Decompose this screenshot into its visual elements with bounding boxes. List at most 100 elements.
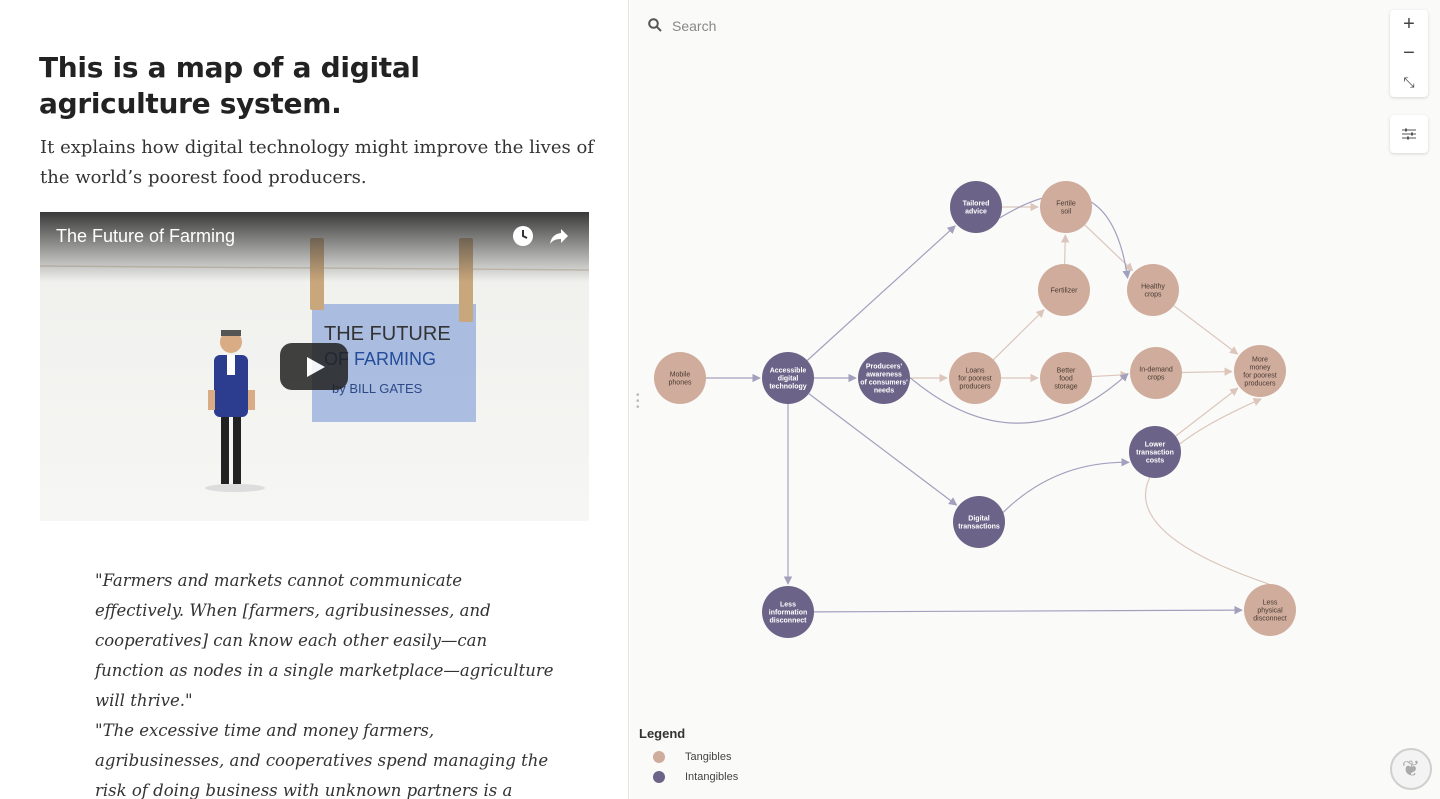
edge-digtx-lowcost [1002, 458, 1130, 513]
node-label: transactions [958, 524, 1000, 531]
page-title: This is a map of a digital agriculture s… [39, 51, 420, 120]
search-input[interactable]: Search [672, 18, 717, 34]
edge-demand-money [1181, 367, 1233, 376]
search-icon [648, 17, 662, 35]
node-label: crops [1144, 292, 1162, 299]
node-label: food [1059, 376, 1073, 383]
node-label: disconnect [1253, 616, 1287, 623]
node-label: advice [965, 209, 987, 216]
node-label: storage [1054, 384, 1077, 391]
node-label: transaction [1136, 450, 1174, 457]
node-label: digital [778, 376, 799, 383]
edge-access-digtx [808, 393, 958, 506]
node-label: Producers' [866, 364, 903, 371]
edge-healthy-money [1173, 305, 1239, 355]
node-label: producers [959, 384, 991, 391]
node-label: technology [769, 384, 806, 391]
node-label: soil [1061, 209, 1072, 216]
edge-lowcost-money [1175, 387, 1239, 437]
node-label: phones [669, 380, 692, 387]
zoom-in-icon[interactable]: + [1403, 13, 1415, 35]
node-label: for poorest [1243, 373, 1277, 380]
node-label: money [1249, 365, 1271, 372]
node-label: physical [1257, 608, 1283, 615]
legend-label: Intangibles [685, 771, 739, 783]
edge-lessphys-money [1145, 398, 1270, 585]
node-label: for poorest [958, 376, 992, 383]
node-label: Loans [965, 368, 985, 375]
node-label: Accessible [770, 368, 807, 375]
node-label: Less [1263, 600, 1278, 607]
node-label: costs [1146, 458, 1164, 465]
edge-lessinfo-lessphys [813, 605, 1243, 615]
quote-2: "The excessive time and money farmers, a… [95, 721, 549, 799]
node-label: Mobile [670, 372, 691, 379]
card-line-2: OF FARMING [324, 349, 436, 369]
node-label: of consumers' [860, 380, 908, 387]
legend-label: Tangibles [685, 751, 732, 763]
filter-controls [1390, 115, 1428, 153]
edge-access-advice [806, 225, 956, 361]
node-label: Fertilizer [1051, 288, 1079, 295]
resize-handle[interactable]: ••• [636, 390, 640, 413]
legend-title: Legend [639, 726, 686, 741]
card-line-1: THE FUTURE [324, 323, 451, 345]
share-icon[interactable] [547, 224, 571, 248]
node-label: awareness [866, 372, 902, 379]
node-label: producers [1244, 381, 1276, 388]
zoom-controls: + − ⤡ [1390, 10, 1428, 97]
filter-icon[interactable] [1390, 115, 1428, 153]
node-fert[interactable]: Fertilizer [1038, 264, 1090, 316]
intro-text: It explains how digital technology might… [40, 137, 594, 188]
fit-icon[interactable]: ⤡ [1403, 74, 1415, 90]
legend-item-tangibles: Tangibles [639, 747, 738, 767]
node-label: Tailored [963, 201, 990, 208]
figurine [205, 330, 265, 492]
story-panel: This is a map of a digital agriculture s… [0, 0, 629, 799]
edge-fert-soil [1060, 234, 1070, 265]
node-label: Digital [968, 516, 989, 523]
tree-logo-icon[interactable]: ❦ [1390, 748, 1432, 790]
watch-later-icon[interactable] [511, 224, 535, 248]
edge-loans-fert [993, 309, 1045, 361]
node-label: needs [874, 388, 894, 395]
node-label: Fertile [1056, 201, 1076, 208]
legend-item-intangibles: Intangibles [639, 767, 738, 787]
card-line-3: by BILL GATES [332, 381, 423, 396]
video-player[interactable]: THE FUTURE OF FARMING by BILL GATES The … [40, 212, 589, 521]
legend: Legend Tangibles Intangibles [639, 726, 738, 787]
quote-1: "Farmers and markets cannot communicate … [95, 571, 554, 710]
node-label: information [769, 610, 808, 617]
node-label: Better [1057, 368, 1076, 375]
node-label: Lower [1145, 442, 1166, 449]
edge-aware-demand [909, 372, 1129, 424]
node-label: disconnect [770, 618, 808, 625]
intangible-swatch [653, 771, 665, 783]
node-label: Less [780, 602, 796, 609]
play-icon[interactable] [280, 343, 348, 390]
zoom-out-icon[interactable]: − [1403, 42, 1415, 64]
video-title[interactable]: The Future of Farming [56, 226, 236, 246]
edge-storage-demand [1091, 370, 1129, 380]
node-label: Healthy [1141, 284, 1165, 291]
node-label: In-demand [1139, 367, 1173, 374]
node-label: More [1252, 357, 1268, 364]
tangible-swatch [653, 751, 665, 763]
search-bar[interactable]: Search [648, 14, 716, 38]
